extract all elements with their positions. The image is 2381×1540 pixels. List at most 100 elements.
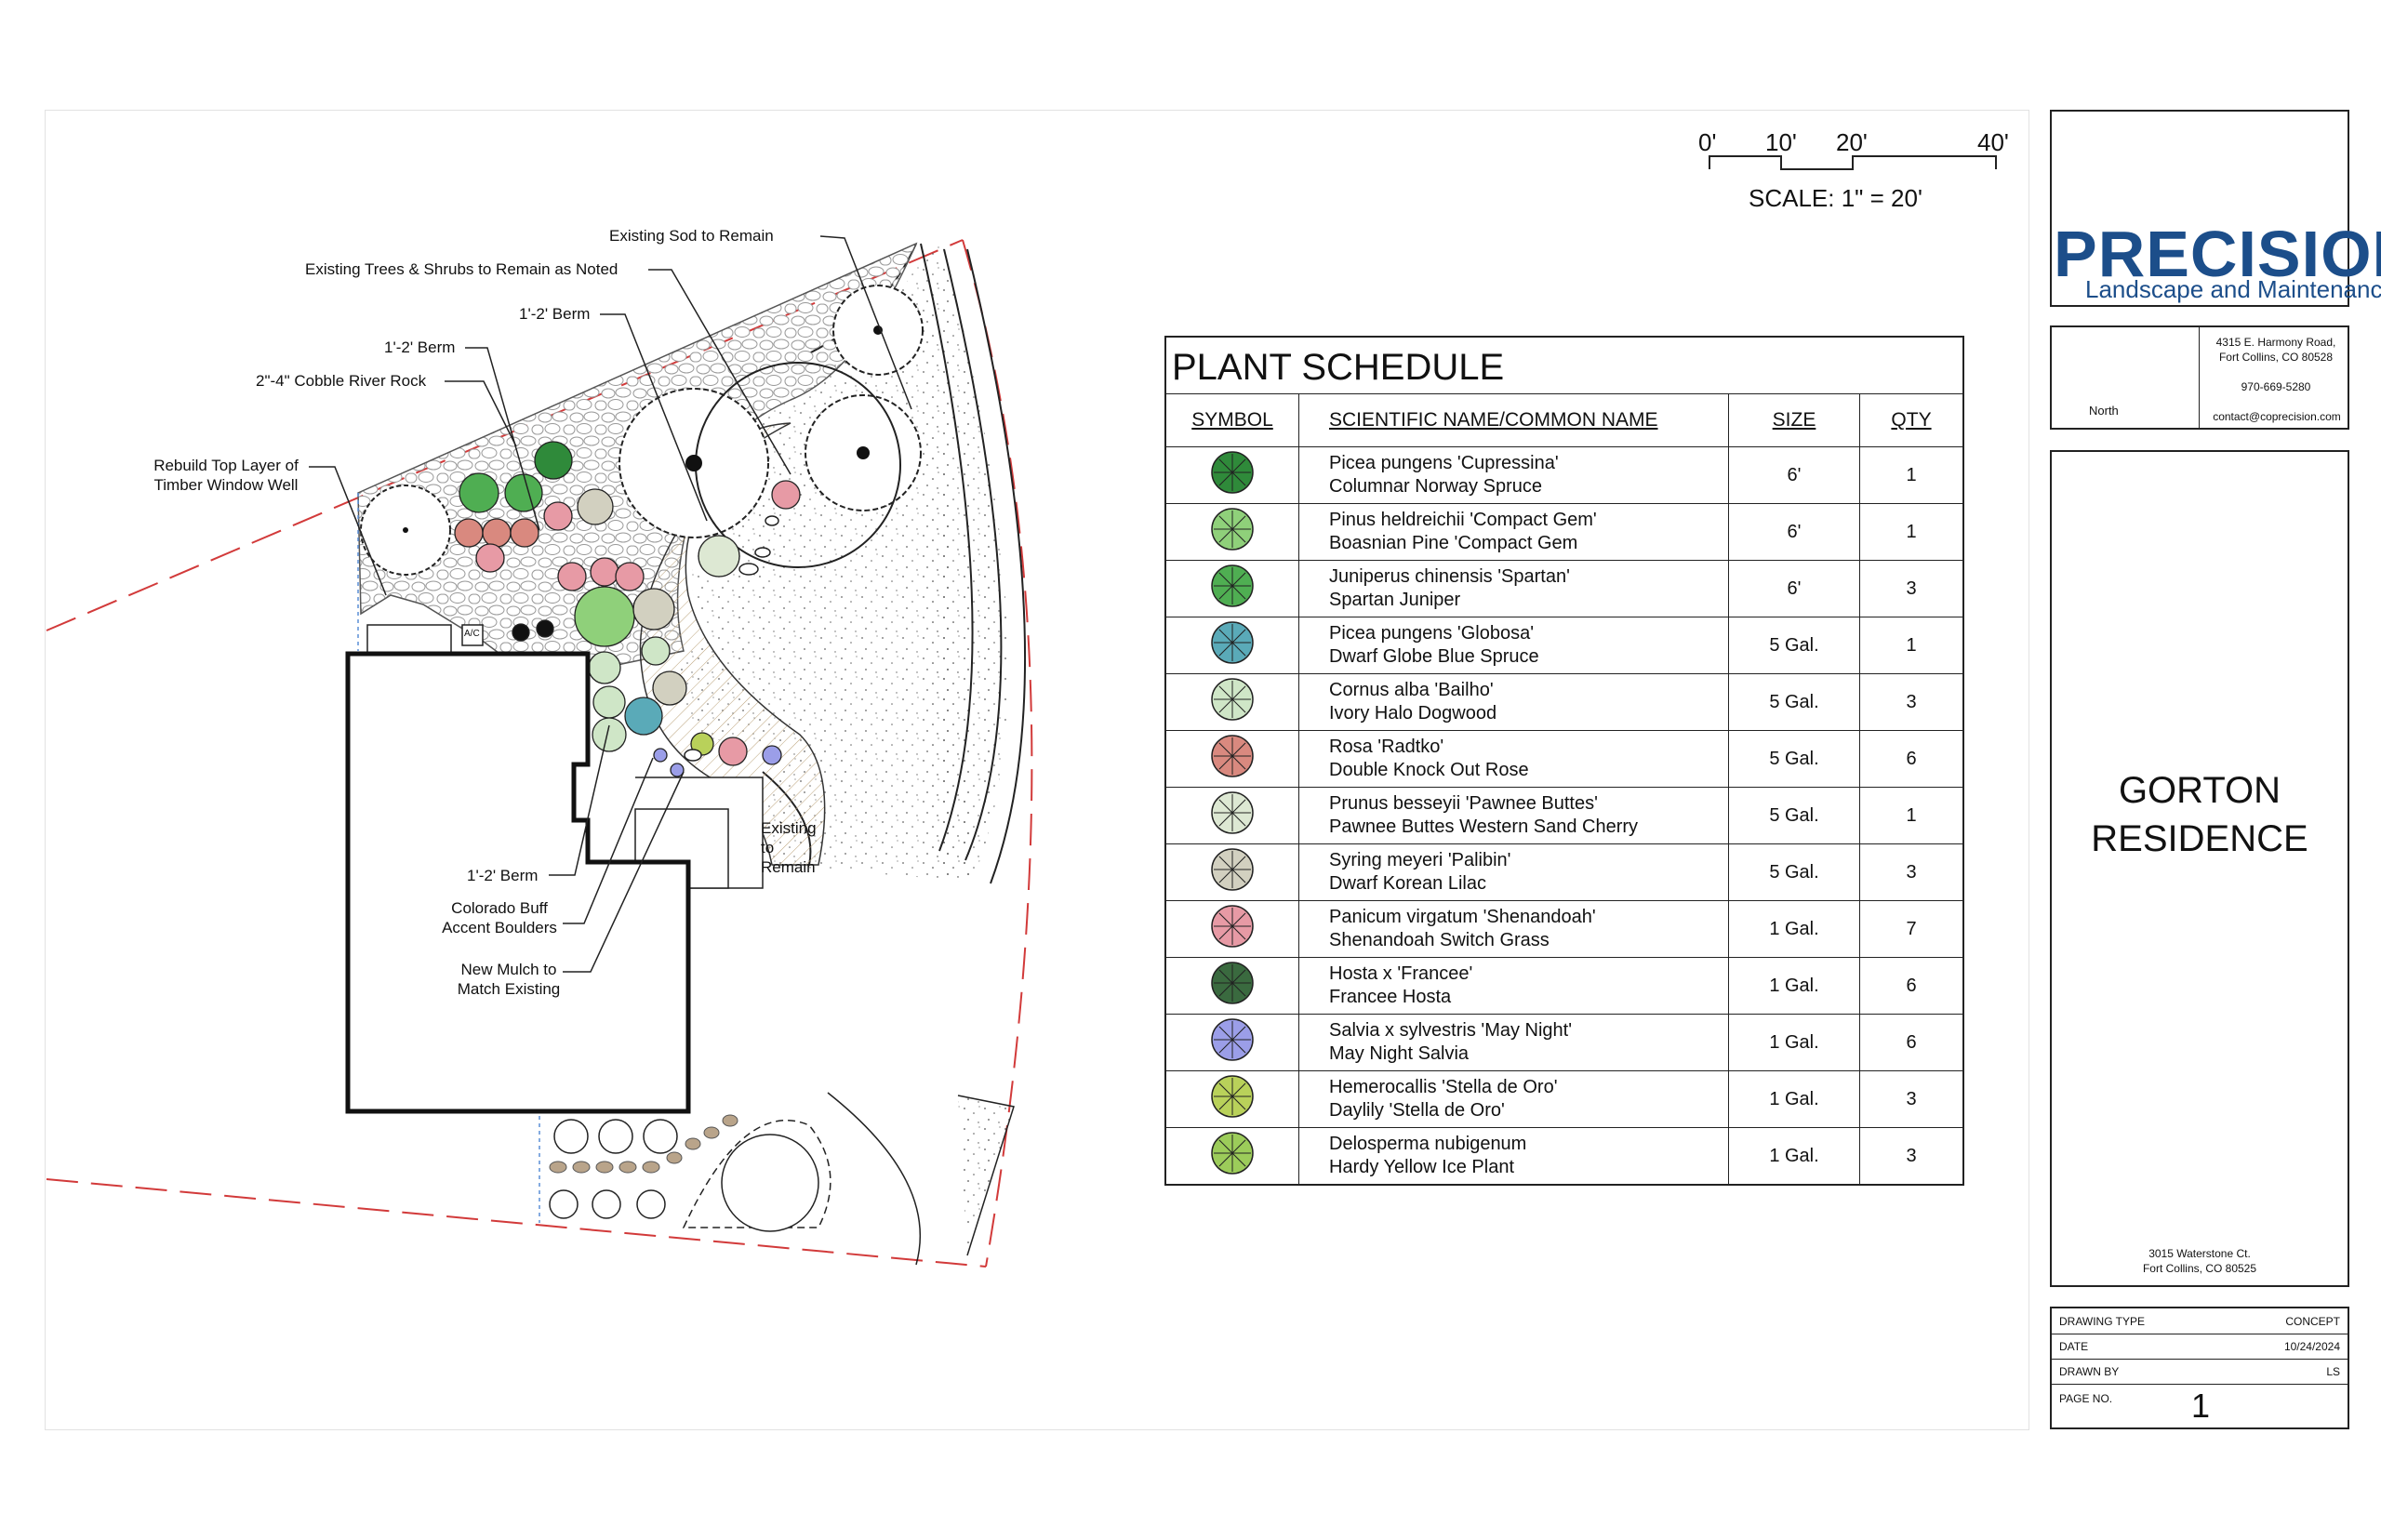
juniper-icon [1211,564,1254,607]
common-name: Columnar Norway Spruce [1329,476,1542,497]
window-well [366,624,452,654]
scientific-name: Picea pungens 'Globosa' [1329,623,1535,644]
ac-label: A/C [464,629,480,639]
scale-tick-0: 0' [1698,128,1717,156]
spruce-icon [1211,451,1254,494]
common-name: Double Knock Out Rose [1329,760,1529,780]
plant-qty: 7 [1859,900,1964,958]
common-name: May Night Salvia [1329,1043,1470,1064]
common-name: Francee Hosta [1329,987,1452,1007]
rose-icon [1211,735,1254,777]
scientific-name: Juniperus chinensis 'Spartan' [1329,566,1570,587]
plant-name: Salvia x sylvestris 'May Night'May Night… [1298,1014,1729,1071]
plant-schedule: PLANT SCHEDULE SYMBOL SCIENTIFIC NAME/CO… [1164,336,1964,1186]
common-name: Spartan Juniper [1329,590,1461,610]
col-name: SCIENTIFIC NAME/COMMON NAME [1298,393,1729,447]
scientific-name: Delosperma nubigenum [1329,1134,1527,1154]
logo-block: PRECISION Landscape and Maintenance [2050,110,2381,307]
plant-size: 1 Gal. [1728,900,1860,958]
plant-qty: 1 [1859,617,1964,674]
site-plan [46,155,1997,1268]
page-label: PAGE NO. [2059,1392,2113,1405]
plant-qty: 3 [1859,560,1964,617]
plant-qty: 1 [1859,787,1964,844]
schedule-row: Hemerocallis 'Stella de Oro' Daylily 'Ste… [1164,1070,1964,1128]
plant-size: 5 Gal. [1728,787,1860,844]
common-name: Boasnian Pine 'Compact Gem [1329,533,1578,553]
callout-berm-top: 1'-2' Berm [519,305,591,323]
plant-name: Syring meyeri 'Palibin'Dwarf Korean Lila… [1298,843,1729,901]
common-name: Dwarf Korean Lilac [1329,873,1486,894]
plant-size: 1 Gal. [1728,1070,1860,1128]
scale-tick-40: 40' [1977,128,2009,156]
company-block: North 4315 E. Harmony Road, Fort Collins… [2050,325,2349,430]
row-drawn-by: DRAWN BY LS [2052,1359,2348,1385]
scale-text: SCALE: 1" = 20' [1749,184,1922,212]
plant-size: 5 Gal. [1728,843,1860,901]
callout-berm-bottom: 1'-2' Berm [467,867,539,884]
page-number: 1 [2191,1387,2211,1425]
callout-sod: Existing Sod to Remain [609,227,774,245]
callout-mulch: New Mulch to Match Existing [457,961,561,998]
plant-size: 1 Gal. [1728,1014,1860,1071]
company-phone: 970-669-5280 [2241,380,2311,393]
callout-berm-left: 1'-2' Berm [384,339,456,356]
schedule-row: Panicum virgatum 'Shenandoah' Shenandoah … [1164,900,1964,958]
project-name: GORTON RESIDENCE [2091,770,2308,859]
callout-existing: Existing to Remain [761,819,817,876]
plant-qty: 1 [1859,503,1964,561]
scientific-name: Panicum virgatum 'Shenandoah' [1329,907,1596,927]
plant-name: Juniperus chinensis 'Spartan' Spartan Jun… [1298,560,1729,617]
plant-qty: 3 [1859,673,1964,731]
schedule-row: Syring meyeri 'Palibin'Dwarf Korean Lila… [1164,843,1964,901]
schedule-row: Juniperus chinensis 'Spartan' Spartan Jun… [1164,560,1964,617]
scientific-name: Rosa 'Radtko' [1329,737,1444,757]
plant-qty: 6 [1859,957,1964,1015]
plant-size: 5 Gal. [1728,673,1860,731]
row-date: DATE 10/24/2024 [2052,1334,2348,1360]
schedule-row: Pinus heldreichii 'Compact Gem' Boasnian … [1164,503,1964,561]
plant-qty: 6 [1859,1014,1964,1071]
daylily-icon [1211,1075,1254,1118]
scientific-name: Hemerocallis 'Stella de Oro' [1329,1077,1558,1097]
callout-trees: Existing Trees & Shrubs to Remain as Not… [305,260,619,278]
plant-size: 5 Gal. [1728,617,1860,674]
callout-cobble: 2"-4" Cobble River Rock [256,372,427,390]
scientific-name: Hosta x 'Francee' [1329,963,1473,984]
schedule-row: Prunus besseyii 'Pawnee Buttes'Pawnee Bu… [1164,787,1964,844]
north-label: North [2089,404,2119,418]
plant-name: Picea pungens 'Cupressina' Columnar Norwa… [1298,446,1729,504]
common-name: Daylily 'Stella de Oro' [1329,1100,1505,1121]
scale-tick-10: 10' [1765,128,1797,156]
plant-qty: 1 [1859,446,1964,504]
common-name: Dwarf Globe Blue Spruce [1329,646,1539,667]
callout-boulders: Colorado Buff Accent Boulders [442,899,557,936]
plant-name: Rosa 'Radtko' Double Knock Out Rose [1298,730,1729,788]
boulders [684,515,779,762]
company-address: 4315 E. Harmony Road, Fort Collins, CO 8… [2215,336,2336,364]
project-block: GORTON RESIDENCE 3015 Waterstone Ct. For… [2050,450,2349,1287]
plant-name: Cornus alba 'Bailho'Ivory Halo Dogwood [1298,673,1729,731]
project-address: 3015 Waterstone Ct. Fort Collins, CO 805… [2142,1247,2257,1275]
scientific-name: Picea pungens 'Cupressina' [1329,453,1559,473]
scientific-name: Prunus besseyii 'Pawnee Buttes' [1329,793,1598,814]
common-name: Shenandoah Switch Grass [1329,930,1550,950]
plant-name: Hemerocallis 'Stella de Oro' Daylily 'Ste… [1298,1070,1729,1128]
south-yard [539,1092,1015,1266]
company-email: contact@coprecision.com [2213,410,2341,423]
plant-qty: 3 [1859,1070,1964,1128]
col-size: SIZE [1728,393,1860,447]
dogwood-icon [1211,678,1254,721]
plant-name: Picea pungens 'Globosa'Dwarf Globe Blue … [1298,617,1729,674]
scale-bar [1709,155,1997,170]
col-qty: QTY [1859,393,1964,447]
common-name: Pawnee Buttes Western Sand Cherry [1329,816,1639,837]
scientific-name: Pinus heldreichii 'Compact Gem' [1329,510,1597,530]
salvia-icon [1211,1018,1254,1061]
scale-tick-20: 20' [1836,128,1868,156]
globe-spruce-icon [1211,621,1254,664]
